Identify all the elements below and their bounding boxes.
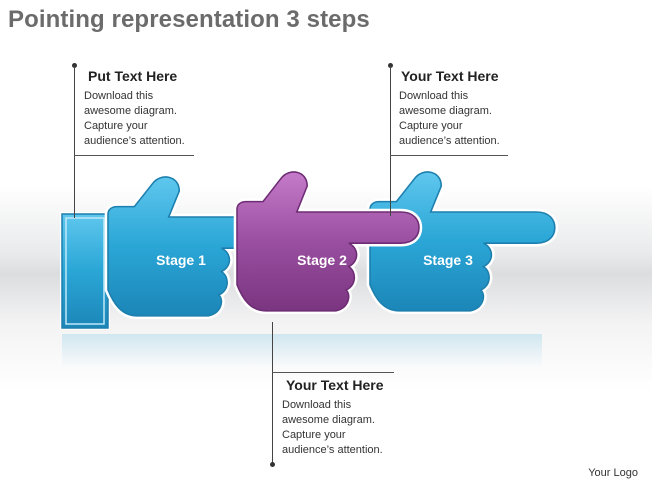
logo-text: Your Logo [588,467,638,479]
callout-1-stem [74,66,75,218]
stage-1-label: Stage 1 [156,252,206,268]
callout-2-rule [390,155,508,156]
floor-reflection [62,334,542,368]
callout-3-body: Download this awesome diagram. Capture y… [282,399,383,456]
callout-3-heading: Your Text Here [286,377,384,393]
callout-1-rule [74,155,194,156]
callout-1-body: Download this awesome diagram. Capture y… [84,90,185,147]
stage-3-label: Stage 3 [423,252,473,268]
page-title: Pointing representation 3 steps [8,6,370,33]
stage-2-label: Stage 2 [297,252,347,268]
callout-3-dot [270,462,275,467]
callout-1-dot [72,63,77,68]
callout-2-body: Download this awesome diagram. Capture y… [399,90,500,147]
callout-2-stem [390,66,391,216]
callout-2-heading: Your Text Here [401,68,499,84]
stage-1-cuff [60,212,110,330]
callout-3-stem [272,322,273,464]
callout-2-dot [388,63,393,68]
callout-1-heading: Put Text Here [88,68,178,84]
callout-3-rule [272,372,394,373]
